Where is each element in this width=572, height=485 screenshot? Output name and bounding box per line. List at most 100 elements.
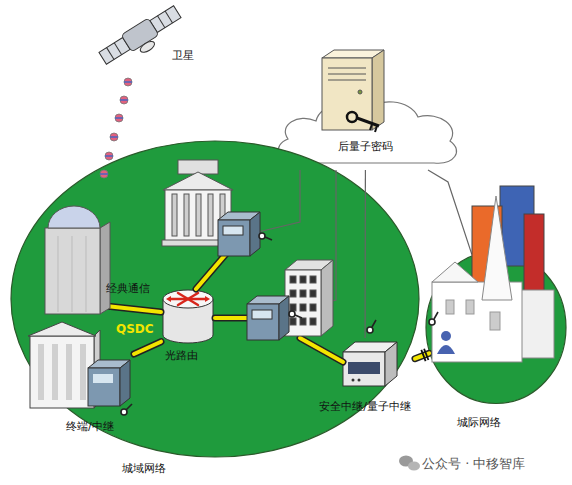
office-building <box>321 260 333 336</box>
tower-building <box>45 228 100 314</box>
city-buildings <box>490 312 500 330</box>
relay-device <box>279 296 289 340</box>
relay-device <box>218 220 250 256</box>
optical-router-node-shape <box>178 293 198 305</box>
terminal-relay-node-shape <box>38 344 44 400</box>
secure-relay-node-shape <box>385 342 397 386</box>
office-building <box>310 276 316 283</box>
bank-building <box>162 240 234 246</box>
satellite-beam <box>100 173 108 175</box>
intercity-network-ellipse-shape <box>426 252 566 404</box>
optical-router-node: 光路由 <box>161 287 215 372</box>
server <box>322 50 384 132</box>
classical-link <box>196 254 226 289</box>
key-symbol <box>372 320 376 327</box>
city-buildings <box>466 300 474 314</box>
bank-building <box>162 160 234 246</box>
optical-router-node-shape <box>205 296 210 302</box>
bank-building <box>208 194 213 236</box>
relay-device <box>218 212 260 220</box>
office-building <box>300 304 306 311</box>
office-building <box>310 318 316 325</box>
satellite-beam <box>120 96 128 104</box>
satellite-beam <box>110 136 118 138</box>
relay-device <box>247 304 279 340</box>
bank-building <box>163 172 233 190</box>
city-buildings <box>524 214 544 302</box>
relay-device <box>252 310 272 319</box>
secure-relay-node-shape <box>352 379 355 382</box>
terminal-relay-node-shape <box>30 336 94 408</box>
satellite-beam <box>124 81 132 83</box>
office-building <box>290 290 296 297</box>
connector <box>134 342 161 354</box>
city-buildings <box>441 331 451 341</box>
classical-link <box>300 338 343 362</box>
relay-device <box>250 212 260 256</box>
secure-relay-node-shape <box>348 362 380 374</box>
satellite-node-shape <box>165 11 172 23</box>
node-label: 安全中继/量子中继 <box>315 400 415 413</box>
tower-building <box>58 236 59 312</box>
key-symbol <box>429 319 435 325</box>
intercity-network-ellipse: 城际网络 <box>425 250 567 405</box>
cloud-node-shape <box>278 102 456 163</box>
key-symbol <box>367 327 373 333</box>
server <box>358 90 362 94</box>
satellite-beam <box>120 99 128 101</box>
office-building <box>285 260 333 270</box>
tower-building <box>48 206 100 228</box>
connector-line <box>134 342 161 354</box>
office-building <box>300 290 306 297</box>
server <box>322 50 384 58</box>
server <box>372 50 384 130</box>
satellite-beam <box>110 133 118 141</box>
server <box>347 112 357 122</box>
connector-line <box>415 353 429 358</box>
satellite-beam <box>115 117 123 119</box>
key-distribution-line <box>290 170 336 312</box>
terminal-relay-node-shape <box>52 344 58 400</box>
wechat-icon <box>399 456 413 467</box>
server <box>328 80 366 81</box>
server <box>370 124 372 130</box>
terminal-relay-node-shape <box>88 368 120 406</box>
office-building <box>300 318 306 325</box>
city-buildings <box>446 300 454 314</box>
bank-building <box>178 160 218 174</box>
satellite-beam <box>100 78 132 178</box>
key-symbol <box>259 233 265 239</box>
office-building <box>310 290 316 297</box>
satellite-node-shape <box>157 16 164 28</box>
connector-line <box>428 170 472 255</box>
city-buildings <box>432 262 478 282</box>
server <box>322 58 372 130</box>
connector <box>415 349 429 361</box>
satellite-node-shape <box>100 5 215 80</box>
office-building <box>290 318 296 325</box>
node-label: 城际网络 <box>457 416 501 429</box>
wechat-icon <box>399 456 420 471</box>
node-label: 卫星 <box>172 49 194 62</box>
node-label: 后量子密码 <box>268 140 463 153</box>
secure-relay-node: 安全中继/量子中继 <box>315 338 415 418</box>
office-building <box>300 276 306 283</box>
connector-line <box>365 170 366 338</box>
office-building <box>285 260 333 336</box>
city-buildings <box>520 290 554 358</box>
optical-router-node-shape <box>178 293 198 305</box>
tower-building <box>86 236 87 312</box>
key-symbol <box>259 233 438 333</box>
node-label: 城域网络 <box>122 462 166 475</box>
terminal-relay-node-shape <box>93 374 113 383</box>
satellite-beam <box>100 170 108 178</box>
key-symbol <box>289 311 295 317</box>
key-symbol <box>434 312 438 319</box>
connector <box>365 170 366 338</box>
classical-link <box>106 306 161 312</box>
relay-device <box>223 226 243 235</box>
classical-link <box>215 316 247 320</box>
optical-router-node-shape <box>171 293 205 305</box>
